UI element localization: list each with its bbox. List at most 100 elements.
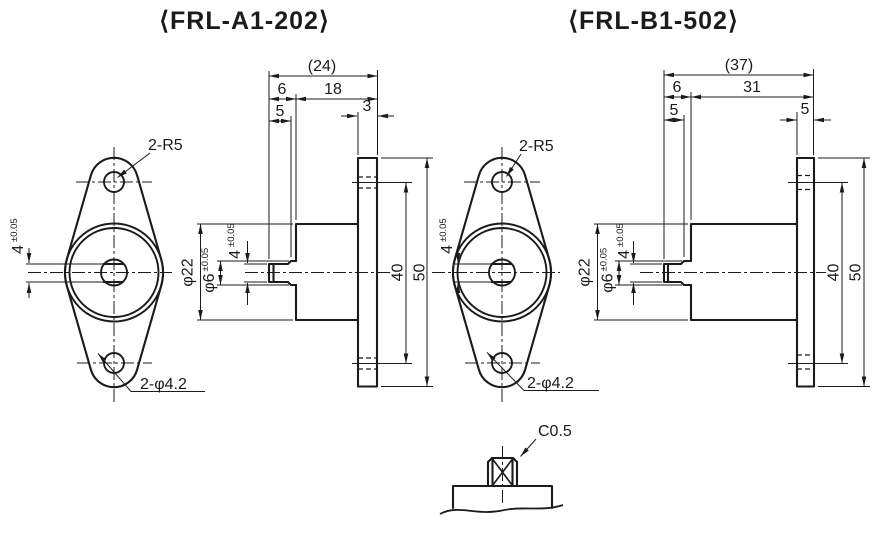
svg-text:4: 4 [439,245,456,254]
b1-front-centerlines [432,147,560,402]
a1-side-view: (24) 6 18 5 3 φ22 φ6 [180,58,433,388]
a1-flange-plate [356,156,379,388]
b1-flat-len-dim: 5 [670,102,679,119]
svg-text:4: 4 [227,250,244,259]
detail-body-outline [451,484,554,510]
svg-text:±0.05: ±0.05 [9,218,20,242]
b1-flange-outline [452,156,552,389]
a1-hole-pitch-dim: 40 [390,264,407,282]
b1-holes-leader-arrow [486,352,525,391]
b1-flange-hole-hidden-lines [797,174,814,370]
b1-body-dia-ext [594,223,688,321]
a1-flange-hole-hidden-lines [358,176,377,370]
b1-shaft-dia-ext [615,260,682,286]
a1-body-dia-ext [197,223,293,321]
svg-text:±0.05: ±0.05 [200,248,211,272]
b1-body-inner-circle [456,227,548,318]
svg-text:±0.05: ±0.05 [438,218,449,242]
a1-body-dia-dim: φ22 [180,258,197,286]
a1-top-mount-hole [103,171,125,193]
b1-body-outline [689,222,799,322]
a1-shaft-hole [100,258,128,287]
svg-text:φ6: φ6 [201,273,218,292]
b1-side-flat-dim: 4 ±0.05 [615,223,633,259]
svg-text:±0.05: ±0.05 [599,248,610,272]
svg-text:50: 50 [848,264,865,282]
b1-shaft-flats [491,263,512,283]
b1-body-circle [452,222,552,323]
svg-text:φ6: φ6 [600,273,617,292]
b1-corner-radius-label: 2-R5 [519,138,554,155]
detail-flat-cross [491,458,514,486]
a1-front-centerlines [28,147,172,402]
svg-text:40: 40 [390,264,407,282]
a1-corner-radius-leader [117,152,151,178]
chamfer-label: C0.5 [538,423,572,440]
a1-shaft-flats [103,263,124,283]
a1-title: ⟨FRL-A1-202⟩ [159,7,330,35]
svg-text:50: 50 [412,264,429,282]
a1-flange-outline [64,156,164,389]
a1-shaft-outline [267,259,298,287]
b1-shaft-hole [488,258,516,287]
a1-body-circle [64,222,164,323]
b1-side-view: (37) 6 31 5 5 φ22 φ6 [577,57,870,388]
b1-top-ext-lines [663,69,814,259]
a1-front-flat-ext-lines [26,263,103,283]
a1-side-flat-ext [244,263,267,283]
b1-overall-dim: (37) [725,57,753,74]
b1-front-view: 4 ±0.05 2-R5 2-φ4.2 [432,138,599,402]
a1-holes-leader-arrow [97,353,132,392]
chamfer-detail-view: C0.5 [439,423,572,515]
a1-corner-radius-label: 2-R5 [148,137,183,154]
b1-front-flat-ext-lines [455,263,491,283]
svg-text:±0.05: ±0.05 [615,223,626,247]
a1-holes-label: 2-φ4.2 [140,376,187,393]
a1-front-view: 4 ±0.05 2-R5 2-φ4.2 [9,137,205,402]
a1-body-outline [294,222,360,322]
b1-flange-h-dim: 50 [848,264,865,282]
a1-hole-center-ticks [352,182,412,364]
b1-shaft-outline [662,259,693,287]
a1-body-inner-circle [68,227,160,318]
a1-shaft-dia-ext [217,260,289,286]
b1-hole-center-ticks [788,182,848,364]
b1-hole-pitch-dim: 40 [826,264,843,282]
a1-flange-h-ext [381,157,433,387]
a1-flange-thk-dim: 3 [363,98,372,115]
b1-body-dia-dim: φ22 [577,258,594,286]
a1-body-len-dim: 18 [324,81,342,98]
a1-bottom-mount-hole [103,352,125,374]
detail-break-line [439,504,564,515]
a1-overall-dim: (24) [308,58,336,75]
a1-shaft-len-dim: 6 [278,81,287,98]
detail-shaft-boss [486,456,519,488]
b1-flange-h-ext [818,157,870,387]
b1-holes-label: 2-φ4.2 [527,375,574,392]
b1-corner-radius-leader [506,153,522,177]
b1-flange-plate [795,156,816,388]
b1-top-mount-hole [491,171,513,193]
a1-front-flat-dim: 4 ±0.05 [9,218,27,254]
b1-flange-thk-dim: 5 [801,101,810,118]
a1-side-flat-dim: 4 ±0.05 [226,223,244,259]
b1-body-len-dim: 31 [743,79,761,96]
a1-top-ext-lines [268,70,378,259]
a1-flange-h-dim: 50 [412,264,429,282]
svg-text:±0.05: ±0.05 [226,223,237,247]
b1-shaft-len-dim: 6 [673,79,682,96]
svg-text:40: 40 [826,264,843,282]
svg-text:4: 4 [10,245,27,254]
chamfer-leader [520,438,537,457]
svg-text:φ22: φ22 [577,258,594,286]
b1-side-flat-ext [630,263,662,283]
a1-flat-len-dim: 5 [276,103,285,120]
a1-drawing: 4 ±0.05 2-R5 2-φ4.2 (24) [9,58,433,402]
b1-shaft-dia-dim: φ6 ±0.05 [599,248,617,293]
b1-title: ⟨FRL-B1-502⟩ [568,7,739,35]
b1-drawing: 4 ±0.05 2-R5 2-φ4.2 (37) [432,57,870,402]
svg-text:4: 4 [616,250,633,259]
b1-front-flat-dim: 4 ±0.05 [438,218,456,254]
